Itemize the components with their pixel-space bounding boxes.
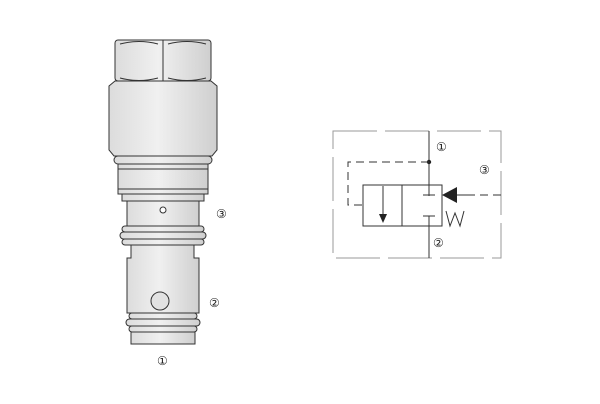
upper-seal	[113, 155, 213, 165]
valve-body	[108, 80, 218, 157]
cartridge-tip	[130, 331, 196, 345]
port-3-hole	[159, 206, 167, 214]
body-neck	[121, 193, 205, 202]
hex-nut	[114, 39, 212, 82]
pilot-arrow-head	[442, 187, 457, 203]
cartridge-port-1-label: ①	[157, 354, 168, 368]
middle-seal	[119, 225, 207, 246]
schematic-enclosure	[332, 130, 502, 259]
port-3-section	[126, 200, 200, 227]
hydraulic-schematic	[332, 130, 502, 259]
bottom-seal	[125, 312, 201, 333]
flow-arrow-head	[379, 214, 387, 223]
pilot-line	[347, 161, 429, 206]
thread-section	[117, 163, 209, 195]
cartridge-valve	[108, 39, 218, 345]
port-2-hole	[150, 291, 170, 311]
schematic-port-2-label: ②	[433, 236, 444, 250]
schematic-port-3-label: ③	[479, 163, 490, 177]
spring-symbol	[445, 210, 465, 228]
port-2-section	[126, 244, 200, 314]
cartridge-port-2-label: ②	[209, 296, 220, 310]
cartridge-port-3-label: ③	[216, 207, 227, 221]
valve-envelope-right	[401, 184, 443, 227]
schematic-port-1-label: ①	[436, 140, 447, 154]
